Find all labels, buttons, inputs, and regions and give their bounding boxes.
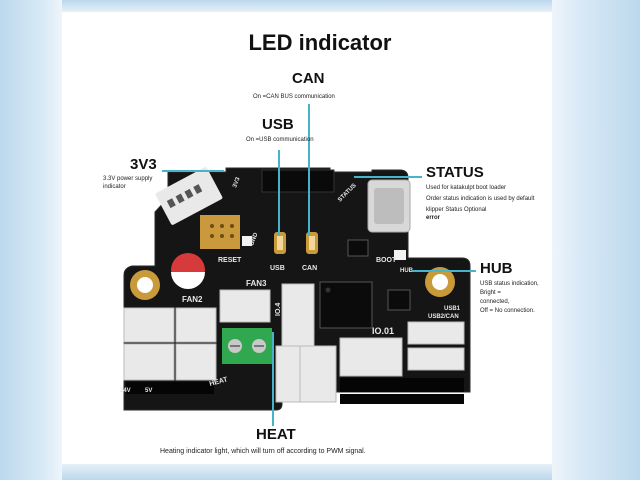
- desc-hub-1: USB status indication,: [480, 281, 539, 287]
- page-title: LED indicator: [248, 30, 392, 55]
- heater-terminal: [222, 328, 272, 364]
- fan-connector-4: [175, 343, 217, 381]
- frame-top: [0, 0, 640, 12]
- boot-button: [394, 250, 406, 260]
- fan3-connector: [219, 289, 271, 323]
- mounting-hole-left: [130, 270, 160, 300]
- io4-connector: [281, 283, 315, 347]
- right-connector-1: [339, 337, 403, 377]
- silk-io4: IO.4: [275, 303, 282, 316]
- leader-heat: [272, 332, 274, 426]
- desc-heat: Heating indicator light, which will turn…: [160, 448, 366, 455]
- leader-hub: [412, 270, 476, 272]
- silk-usb2can: USB2/CAN: [428, 314, 459, 320]
- label-hub: HUB: [480, 260, 513, 277]
- right-connector-2: [407, 321, 465, 345]
- fan-connector-2: [175, 307, 217, 343]
- silk-reset: RESET: [218, 257, 242, 264]
- silk-3v3: 3V3: [232, 176, 242, 189]
- small-chip-2: [347, 239, 369, 257]
- silk-hub: HUB: [400, 268, 414, 274]
- leader-can: [308, 104, 310, 236]
- desc-hub-3: connected,: [480, 299, 510, 305]
- silk-can: CAN: [302, 265, 317, 272]
- capacitor: [171, 253, 205, 289]
- frame-right: [552, 0, 640, 480]
- reset-button: [242, 236, 252, 246]
- desc-status-3: klipper Status Optional: [426, 207, 487, 213]
- mcu-chip: [319, 281, 373, 329]
- silk-heat: HEAT: [209, 376, 229, 388]
- mounting-hole-right: [425, 267, 455, 297]
- label-heat: HEAT: [256, 426, 296, 443]
- gold-sensor: [200, 215, 240, 249]
- leader-3v3: [162, 170, 224, 172]
- desc-status-2: Order status indication is used by defau…: [426, 196, 535, 202]
- label-usb: USB: [262, 116, 294, 133]
- usb-c-port: [367, 179, 411, 233]
- silk-5v: 5V: [145, 388, 152, 394]
- top-connector: [261, 169, 335, 193]
- leader-status: [354, 176, 422, 178]
- desc-status-1: Used for katakulpt boot loader: [426, 185, 507, 191]
- silk-usb1: USB1: [444, 306, 461, 312]
- right-connector-3: [407, 347, 465, 371]
- silk-io01: IO.01: [372, 326, 394, 336]
- label-3v3: 3V3: [130, 156, 157, 173]
- desc-hub-2: Bright =: [480, 290, 501, 296]
- silk-gnd: GND: [249, 231, 259, 246]
- silk-24v: 24V: [120, 388, 131, 394]
- label-status: STATUS: [426, 164, 484, 181]
- desc-can: On =CAN BUS communication: [253, 94, 335, 100]
- fan-connector-1: [123, 307, 175, 343]
- silk-usb: USB: [270, 265, 285, 272]
- leader-usb: [278, 150, 280, 236]
- frame-bottom: [0, 464, 640, 480]
- frame-left: [0, 0, 62, 480]
- silk-fan2: FAN2: [182, 295, 203, 304]
- vert-connector-3: [299, 345, 337, 403]
- label-can: CAN: [292, 70, 325, 87]
- silk-boot: BOOT: [376, 257, 397, 264]
- led-usb: [274, 232, 286, 254]
- desc-hub-4: Off = No connection.: [480, 308, 535, 314]
- pin-headers: [126, 378, 464, 404]
- silk-fan3: FAN3: [246, 279, 267, 288]
- led-can: [306, 232, 318, 254]
- fan-connector-3: [123, 343, 175, 381]
- small-chip: [387, 289, 411, 311]
- desc-3v3: 3.3V power supply indicator: [103, 176, 153, 190]
- desc-status-4: error: [426, 215, 441, 221]
- desc-usb: On =USB communication: [246, 137, 314, 143]
